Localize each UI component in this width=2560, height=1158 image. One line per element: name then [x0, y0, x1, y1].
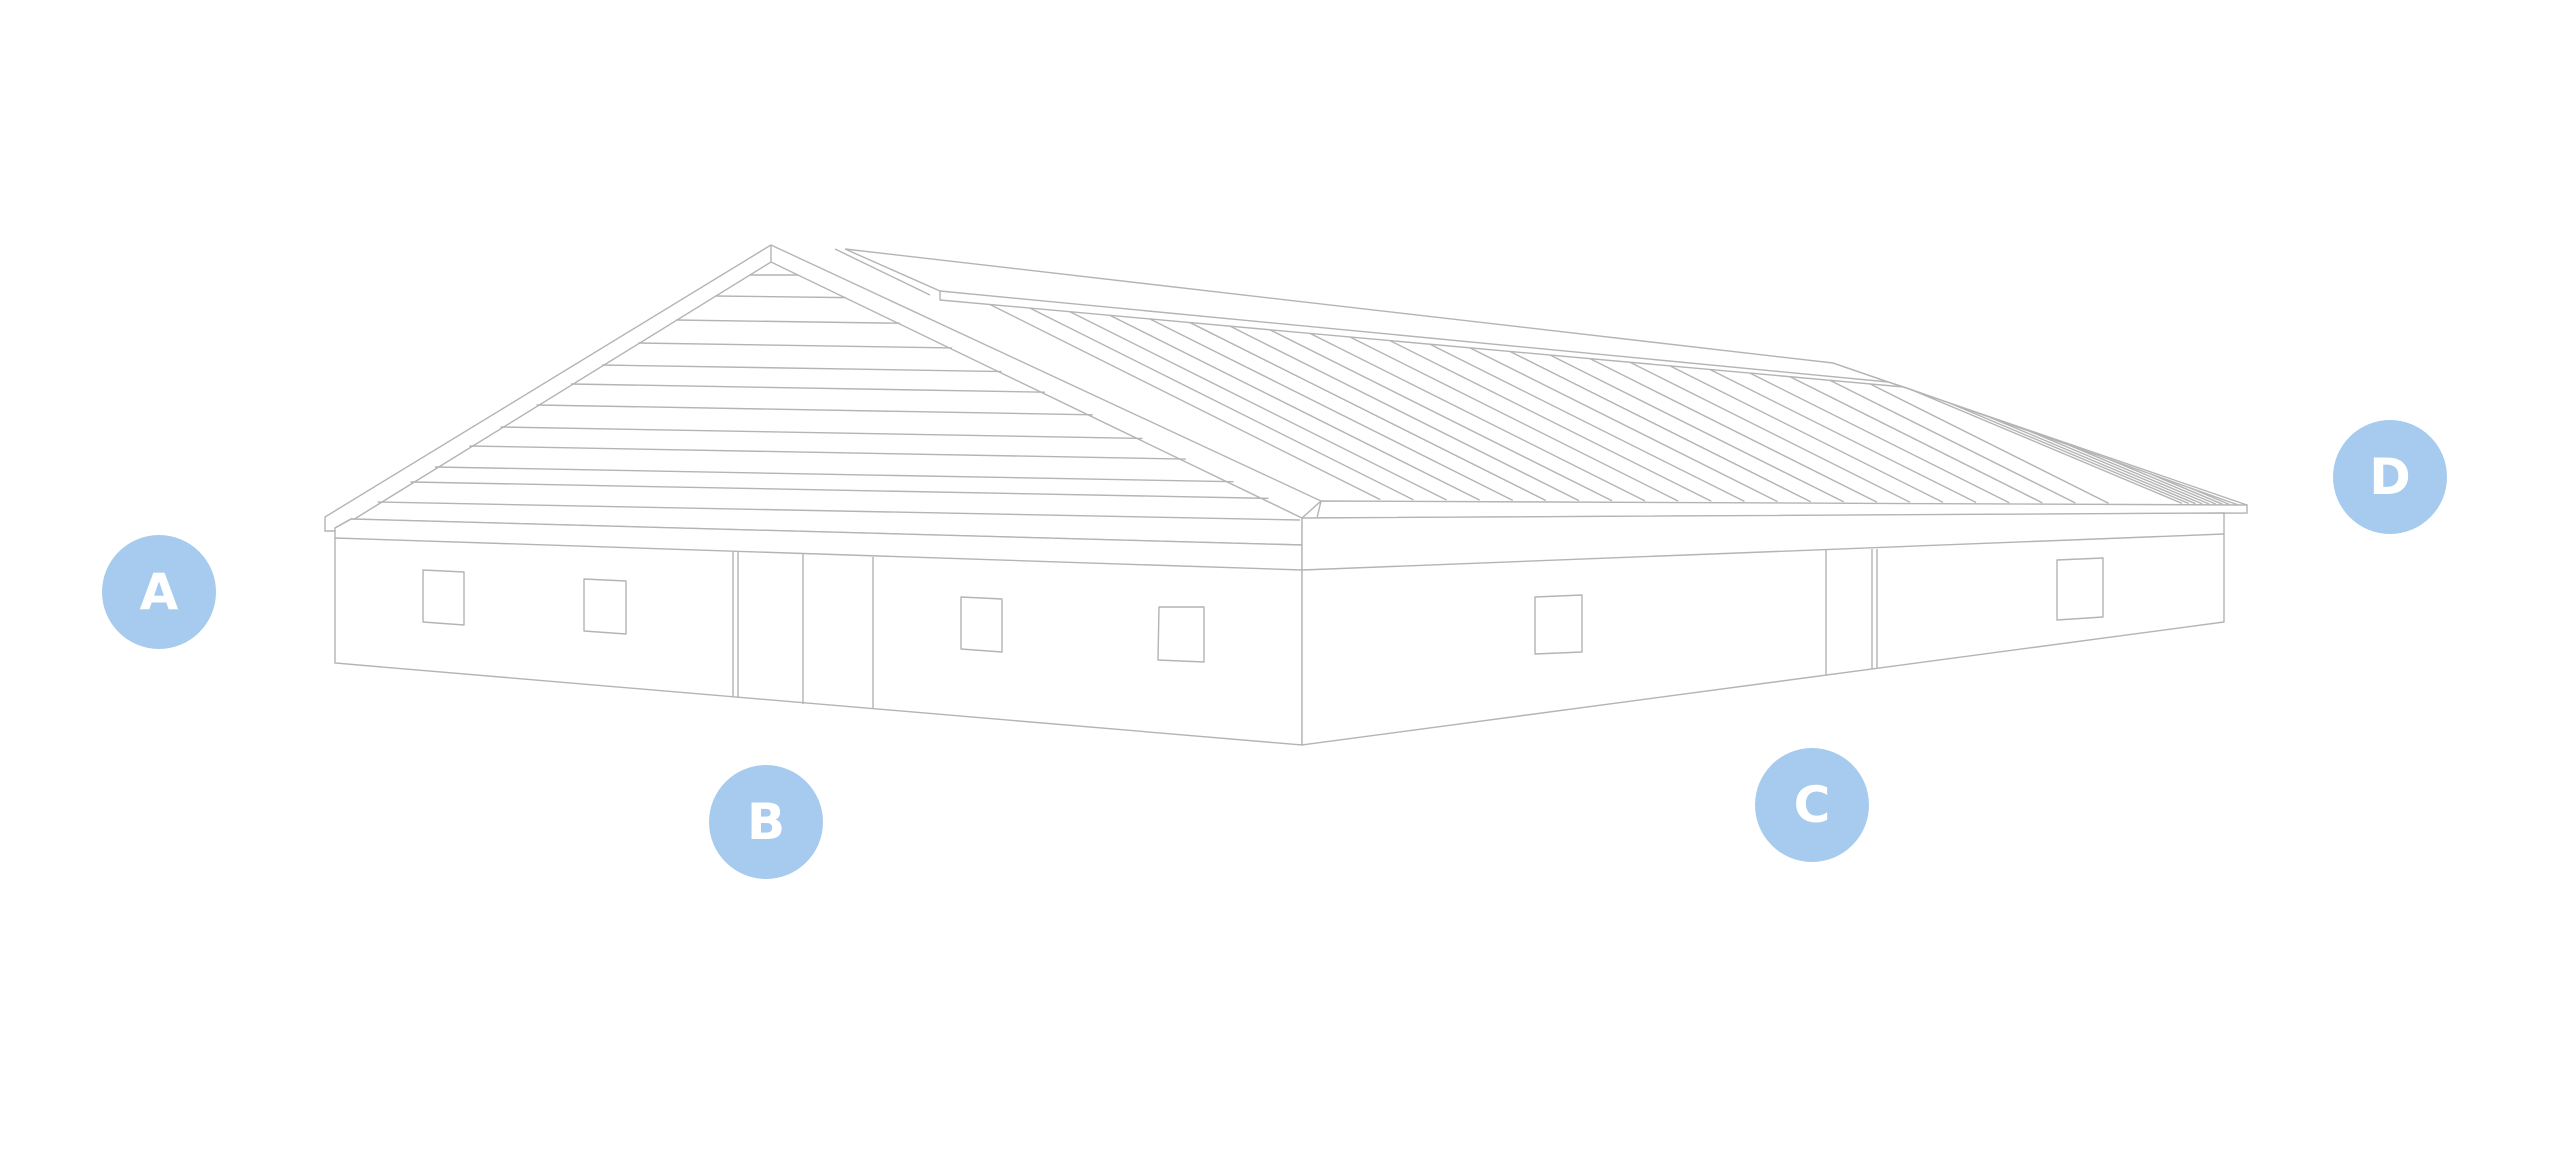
roof-seam-line: [1869, 383, 2109, 504]
siding-line: [602, 364, 1002, 373]
roof-seam-line: [1589, 358, 1878, 503]
roof-seam-line: [1309, 332, 1646, 502]
window: [1534, 594, 1583, 655]
roof-seam-line: [2149, 473, 2223, 505]
siding-line: [410, 481, 1269, 500]
marker-b-label: B: [747, 793, 785, 851]
roof-seam-line: [2029, 430, 2203, 505]
siding-line: [536, 404, 1093, 416]
roof-seam-line: [1269, 329, 1613, 502]
roof-seam-line: [1429, 343, 1745, 503]
roof-seam-line: [1949, 402, 2190, 505]
marker-a-label: A: [140, 563, 179, 621]
back-roof: [834, 248, 2248, 509]
roof-seam-line: [1829, 379, 2076, 504]
roof-seam-line: [1549, 354, 1845, 503]
roof-seam-line: [1509, 350, 1811, 503]
roof-seam-line: [1709, 368, 1977, 504]
roof-seam-line: [1749, 372, 2010, 504]
gable-siding: [377, 274, 1301, 521]
front-wall: [334, 518, 1303, 746]
window: [583, 578, 627, 635]
roof-seam-line: [1149, 318, 1514, 501]
marker-c: C: [1755, 748, 1869, 862]
marker-c-label: C: [1794, 776, 1831, 834]
window: [422, 569, 465, 626]
roof-seam-line: [1229, 325, 1580, 502]
roof-seam-line: [1189, 321, 1547, 502]
siding-line: [715, 295, 847, 299]
roof-seam-line: [989, 303, 1381, 501]
roof-seam-line: [1349, 336, 1679, 502]
roof-seam-line: [1029, 307, 1414, 501]
roof-hatching: [989, 303, 2230, 506]
siding-line: [638, 342, 952, 349]
roof-seam-line: [1909, 388, 2183, 505]
siding-line: [377, 501, 1301, 521]
siding-line: [675, 319, 901, 324]
roof-seam-line: [1669, 365, 1944, 504]
roof-seam-line: [1069, 311, 1447, 501]
siding-line: [434, 466, 1234, 483]
marker-a: A: [102, 535, 216, 649]
siding-line: [571, 383, 1046, 393]
roof-seam-line: [1789, 376, 2043, 504]
roof-seam-line: [2189, 487, 2230, 506]
marker-d-label: D: [2369, 448, 2411, 506]
roof-seam-line: [1389, 339, 1712, 502]
roof-seam-line: [1989, 416, 2196, 505]
window: [960, 596, 1003, 653]
roof-seam-line: [1629, 361, 1911, 503]
side-wall: [1301, 512, 2225, 746]
window: [1157, 606, 1205, 663]
siding-line: [469, 445, 1186, 460]
roof-seam-line: [1109, 314, 1480, 501]
marker-b: B: [709, 765, 823, 879]
window: [2056, 557, 2104, 621]
roof-seam-line: [2109, 459, 2217, 505]
roof-seam-line: [2069, 444, 2210, 505]
marker-d: D: [2333, 420, 2447, 534]
siding-line: [500, 426, 1143, 440]
roof-seam-line: [1469, 347, 1778, 503]
